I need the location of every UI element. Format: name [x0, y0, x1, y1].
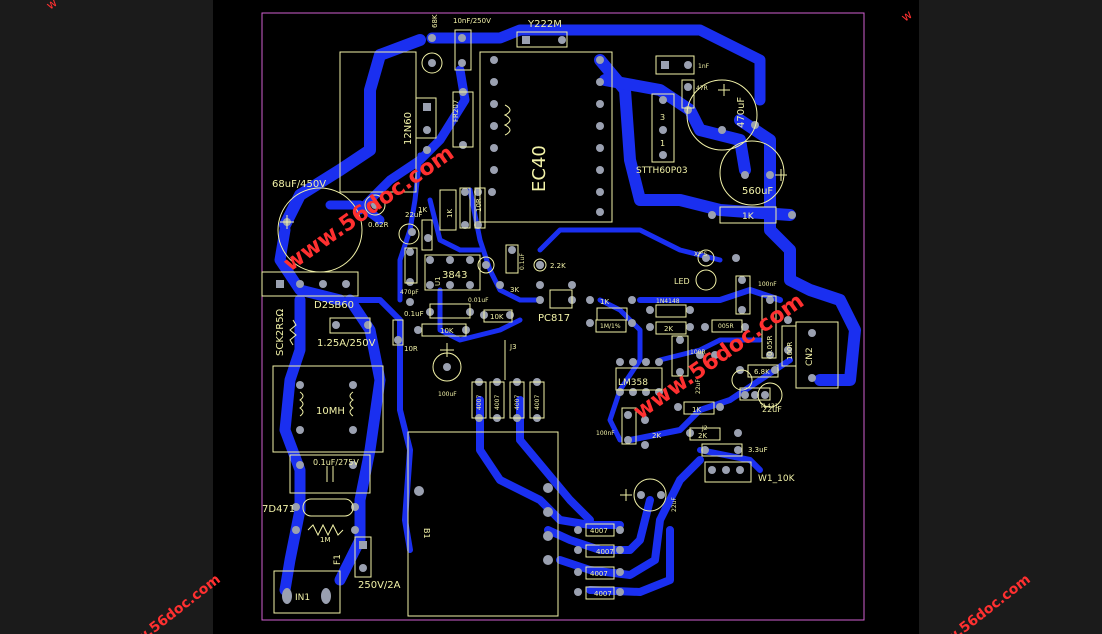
- label-pc817: PC817: [538, 313, 570, 324]
- label-4007-5: 4007: [590, 527, 608, 535]
- label-005r: 005R: [718, 323, 734, 330]
- label-1k-b: 1K: [446, 209, 454, 218]
- label-10nf: 10nF/250V: [453, 17, 491, 25]
- label-j2: J2: [701, 425, 708, 432]
- label-3843: 3843: [442, 270, 467, 281]
- label-100uf: 100uF: [438, 391, 457, 398]
- silkscreen-text: EC40 Y222M 10nF/250V 68K 12N60 FR207 68u…: [262, 14, 815, 603]
- label-10r-b: 10R: [404, 345, 418, 353]
- label-3k: 3K: [510, 286, 519, 294]
- board-area: [213, 0, 919, 634]
- label-100r: 100R: [786, 342, 794, 360]
- label-10k-a: 10K: [440, 327, 454, 335]
- label-01uf-a: 0.1uF: [519, 253, 526, 270]
- label-4007-8: 4007: [594, 590, 612, 598]
- label-10k-b: 10K: [490, 313, 504, 321]
- label-4007-4: 4007: [534, 395, 541, 410]
- label-1k-d: 1K: [692, 406, 701, 414]
- label-d2sb60: D2SB60: [314, 300, 354, 311]
- label-1nf: 1nF: [698, 63, 710, 70]
- label-j3: J3: [509, 343, 517, 351]
- label-47r: 47R: [696, 85, 708, 92]
- label-01uf-275v: 0.1uF/275V: [313, 458, 359, 467]
- label-lm358: LM358: [618, 378, 648, 388]
- label-pin3: 3: [660, 113, 665, 122]
- label-stth: STTH60P03: [636, 166, 688, 176]
- label-33uf: 3.3uF: [748, 446, 768, 454]
- label-w1: W1_10K: [758, 474, 796, 484]
- label-100nf: 100nF: [758, 281, 777, 288]
- label-y222m: Y222M: [527, 19, 562, 30]
- label-470uf: 470uF: [736, 97, 747, 128]
- label-tl431: TL431: [759, 403, 779, 410]
- label-6k8: 6.8K: [754, 368, 770, 376]
- label-1m: 1M: [320, 536, 331, 544]
- label-22uf-b: 22uF: [695, 379, 702, 394]
- label-4007-2: 4007: [494, 395, 501, 410]
- label-001uf: 0.01uF: [468, 297, 489, 304]
- label-1k-a: 1K: [418, 206, 427, 214]
- label-22k: 2.2K: [550, 262, 566, 270]
- label-68k: 68K: [431, 14, 439, 28]
- label-4007-7: 4007: [590, 570, 608, 578]
- label-1n4148: 1N4148: [656, 298, 680, 305]
- label-pin1: 1: [660, 139, 665, 148]
- label-12n60: 12N60: [403, 112, 414, 145]
- label-22uf-c: 22uF: [762, 405, 782, 414]
- label-in: IN1: [295, 593, 310, 603]
- label-f1: F1: [333, 554, 343, 565]
- label-sck2r5: SCK2R5Ω: [275, 308, 286, 356]
- label-2k-c: 2K: [698, 432, 707, 440]
- label-2k-a: 2K: [664, 325, 673, 333]
- label-2k-b: 2K: [652, 432, 661, 440]
- label-4007-1: 4007: [476, 395, 483, 410]
- label-01uf-b: 0.1uF: [404, 310, 424, 318]
- label-100nf-b: 100nF: [596, 430, 615, 437]
- label-cn2: CN2: [805, 347, 815, 366]
- label-ec40: EC40: [529, 145, 550, 192]
- label-22uf-d: 22uF: [671, 497, 678, 512]
- label-062r: 0.62R: [368, 221, 389, 229]
- label-u1: U1: [434, 276, 442, 286]
- label-68uf: 68uF/450V: [272, 179, 326, 190]
- label-22uf: 22uF: [405, 211, 422, 219]
- label-b1: B1: [422, 528, 431, 539]
- board-outline: [261, 12, 865, 621]
- label-fuse-main: 1.25A/250V: [317, 338, 376, 349]
- label-4007-6: 4007: [596, 548, 614, 556]
- label-1m1: 1M/1%: [600, 323, 621, 330]
- label-1k-out: 1K: [742, 212, 755, 222]
- label-560uf: 560uF: [742, 186, 773, 197]
- label-xp5: XP'S: [694, 251, 707, 258]
- label-4007-3: 4007: [514, 395, 521, 410]
- label-470pf: 470pF: [400, 289, 419, 296]
- label-250v2a: 250V/2A: [358, 580, 401, 591]
- label-100r-b: 100R: [690, 349, 706, 356]
- label-7d471: 7D471: [262, 504, 295, 515]
- label-10r: 10R: [475, 198, 483, 212]
- label-005r-b: 0.05R: [766, 335, 774, 356]
- label-fr207: FR207: [452, 100, 460, 122]
- label-1k-c: 1K: [600, 298, 609, 306]
- silkscreen-outlines: [261, 29, 839, 617]
- label-10mh: 10MH: [316, 406, 345, 417]
- label-led: LED: [674, 277, 690, 286]
